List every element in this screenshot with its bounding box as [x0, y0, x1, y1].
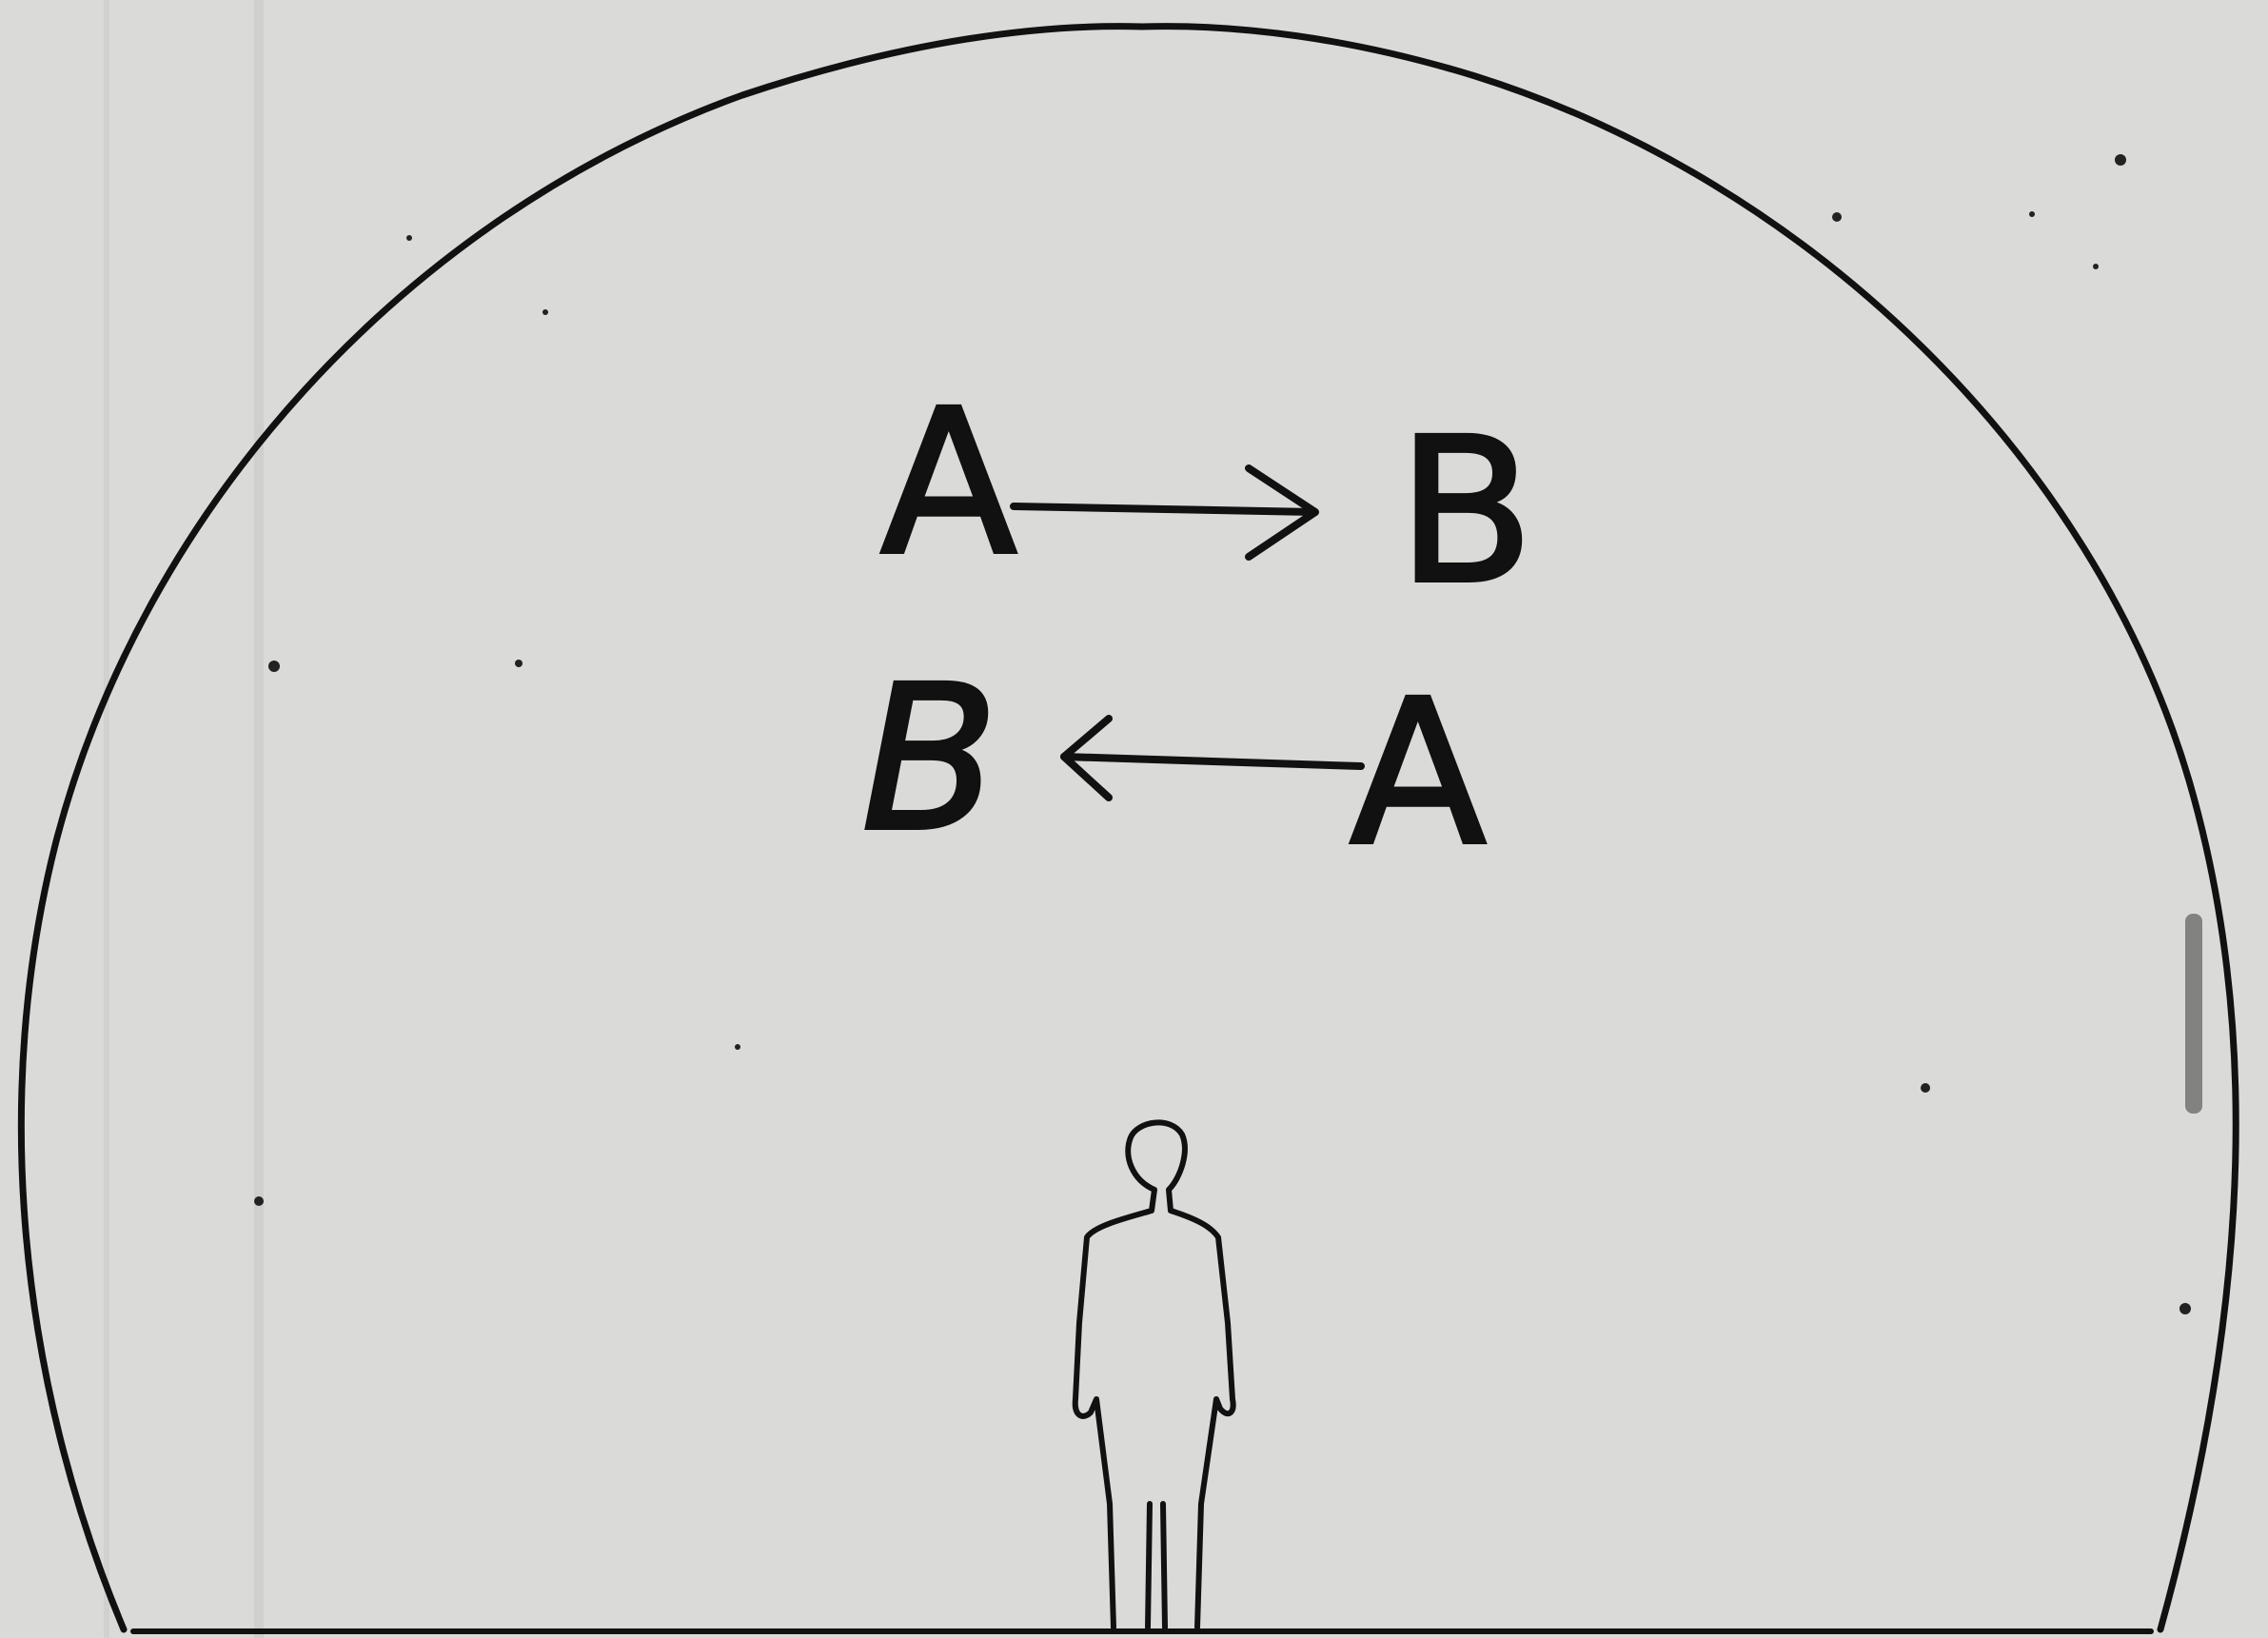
- speck: [406, 235, 412, 241]
- left-arrow: [1060, 715, 1365, 801]
- smudge: [2185, 914, 2202, 1114]
- speck: [2029, 211, 2035, 217]
- row2-right-label: A: [1350, 657, 1487, 890]
- speck: [254, 1196, 264, 1206]
- person-silhouette: [1072, 1119, 1236, 1630]
- speck: [515, 660, 523, 667]
- row1-left-label: A: [880, 366, 1017, 600]
- row2-left-label: B: [861, 642, 998, 876]
- speck: [542, 309, 548, 315]
- speck: [2115, 154, 2126, 166]
- dome-outline: [17, 23, 2239, 1633]
- speck: [735, 1044, 740, 1050]
- speck: [2179, 1303, 2191, 1314]
- speck: [268, 661, 280, 672]
- row1-right-label: B: [1397, 395, 1534, 628]
- speck: [1832, 212, 1842, 222]
- speck: [2093, 264, 2099, 269]
- right-arrow: [1010, 464, 1319, 561]
- speck: [1921, 1083, 1930, 1093]
